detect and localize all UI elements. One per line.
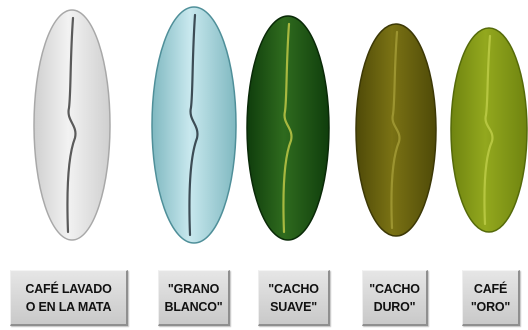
label-line-1: CAFÉ: [474, 280, 507, 298]
bean-2: [152, 7, 236, 243]
bean-3: [247, 16, 329, 240]
label-line-1: "GRANO: [168, 280, 219, 298]
bean-5: [451, 28, 527, 232]
label-cafe-lavado: CAFÉ LAVADO O EN LA MATA: [10, 270, 128, 326]
label-line-2: DURO": [374, 298, 416, 316]
label-line-2: O EN LA MATA: [26, 298, 112, 316]
label-line-2: SUAVE": [270, 298, 317, 316]
label-line-1: "CACHO: [268, 280, 319, 298]
label-cacho-suave: "CACHO SUAVE": [258, 270, 330, 326]
bean-4: [356, 24, 436, 236]
label-line-1: CAFÉ LAVADO: [25, 280, 111, 298]
label-line-2: "ORO": [471, 298, 510, 316]
label-line-2: BLANCO": [165, 298, 223, 316]
label-line-1: "CACHO: [369, 280, 420, 298]
label-cafe-oro: CAFÉ "ORO": [462, 270, 520, 326]
bean-1: [34, 10, 110, 240]
label-cacho-duro: "CACHO DURO": [362, 270, 428, 326]
label-grano-blanco: "GRANO BLANCO": [158, 270, 230, 326]
bean-illustrations: [0, 0, 528, 262]
